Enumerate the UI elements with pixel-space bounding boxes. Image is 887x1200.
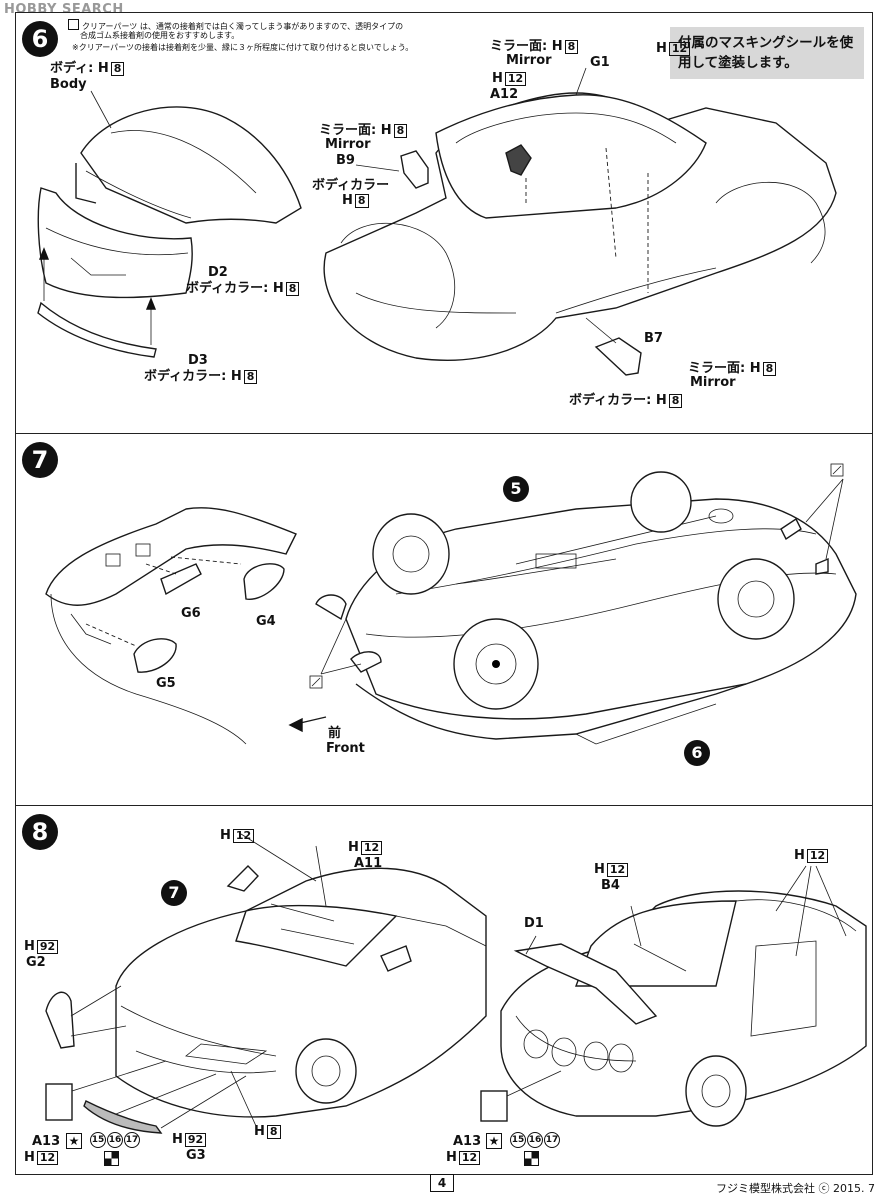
step-number: 6 <box>22 21 58 57</box>
front-label-en: Front <box>326 741 365 756</box>
step-8-panel: 8 <box>15 805 873 1175</box>
g5-label: G5 <box>156 676 176 691</box>
a12-label: A12 <box>490 87 519 102</box>
g2-label: G2 <box>26 955 46 970</box>
ref-step-5: 5 <box>503 476 529 502</box>
a13-label: A13 <box>32 1134 61 1149</box>
step-7-drawing <box>45 463 857 745</box>
masking-seal-note: 付属のマスキングシールを使用して塗装します。 <box>670 27 864 79</box>
copyright: フジミ模型株式会社 ⓒ 2015. 7 <box>716 1182 875 1195</box>
d3-label: D3 <box>188 353 208 368</box>
checker-decal-icon-right <box>524 1151 539 1169</box>
d1-label: D1 <box>524 916 544 931</box>
clear-parts-note-2: 合成ゴム系接着剤の使用をおすすめします。 <box>80 31 240 40</box>
g3-label: G3 <box>186 1148 206 1163</box>
mirror-b9-label-en: Mirror <box>325 137 371 152</box>
mirror-b7-label-en: Mirror <box>690 375 736 390</box>
clear-parts-note-3: ※クリアーパーツの接着は接着剤を少量、縁に３ヶ所程度に付けて取り付けると良いでし… <box>72 43 414 52</box>
checker-decal-icon <box>104 1151 119 1169</box>
a11-label: A11 <box>354 856 383 871</box>
ref-step-7: 7 <box>161 880 187 906</box>
clear-parts-note: クリアーパーツ は、通常の接着剤では白く濁ってしまう事がありますので、透明タイプ… <box>68 19 403 32</box>
body-label-en: Body <box>50 77 87 92</box>
step-number: 7 <box>22 442 58 478</box>
b9-color-label: ボディカラー <box>312 178 390 193</box>
ref-step-6: 6 <box>684 740 710 766</box>
step-number: 8 <box>22 814 58 850</box>
mirror-top-label-en: Mirror <box>506 53 552 68</box>
d2-label: D2 <box>208 265 228 280</box>
a13-star: ★ <box>66 1133 82 1149</box>
b9-label: B9 <box>336 153 355 168</box>
g4-label: G4 <box>256 614 276 629</box>
step-7-panel: 7 <box>15 433 873 807</box>
g6-label: G6 <box>181 606 201 621</box>
page-number: 4 <box>430 1174 454 1192</box>
a13r-label: A13 <box>453 1134 482 1149</box>
b4-label: B4 <box>601 878 620 893</box>
step-6-panel: 6 クリアーパーツ は、通常の接着剤では白く濁ってしまう事がありますので、透明タ… <box>15 12 873 435</box>
front-label-jp: 前 <box>328 726 342 741</box>
clear-parts-icon <box>68 19 79 30</box>
step-8-drawing <box>45 833 867 1134</box>
step-6-drawing <box>37 67 837 376</box>
g1-label: G1 <box>590 55 610 70</box>
a13r-star: ★ <box>486 1133 502 1149</box>
b7-label: B7 <box>644 331 663 346</box>
